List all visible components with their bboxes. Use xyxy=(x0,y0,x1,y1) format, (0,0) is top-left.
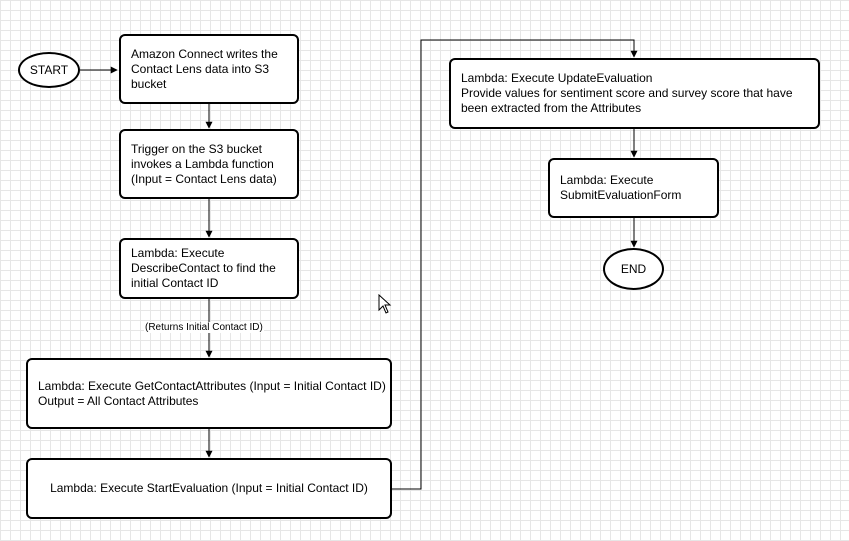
get-attributes-node[interactable]: Lambda: Execute GetContactAttributes (In… xyxy=(26,358,392,429)
node-text-line: (Input = Contact Lens data) xyxy=(131,171,277,186)
node-text-line: SubmitEvaluationForm xyxy=(560,188,682,202)
edge-start-evaluation-to-update-evaluation xyxy=(392,39,638,490)
submit-form-node[interactable]: Lambda: Execute SubmitEvaluationForm xyxy=(548,158,719,218)
update-evaluation-node[interactable]: Lambda: Execute UpdateEvaluation Provide… xyxy=(449,58,820,129)
node-text-line: Lambda: Execute GetContactAttributes (In… xyxy=(38,378,386,393)
node-text-line: Amazon Connect writes the xyxy=(131,46,278,61)
node-text-line: Lambda: Execute StartEvaluation (Input =… xyxy=(50,481,368,495)
describe-contact-node[interactable]: Lambda: Execute DescribeContact to find … xyxy=(119,238,299,299)
node-text-line: Lambda: Execute xyxy=(560,173,654,187)
start-evaluation-node[interactable]: Lambda: Execute StartEvaluation (Input =… xyxy=(26,458,392,519)
s3-trigger-node[interactable]: Trigger on the S3 bucket invokes a Lambd… xyxy=(119,129,299,199)
start-node[interactable]: START xyxy=(18,52,80,88)
start-label: START xyxy=(29,63,69,77)
connect-writes-node[interactable]: Amazon Connect writes the Contact Lens d… xyxy=(119,34,299,104)
node-text-line: invokes a Lambda function xyxy=(131,156,274,171)
returns-contact-id-label: (Returns Initial Contact ID) xyxy=(144,322,264,333)
node-text-line: Lambda: Execute UpdateEvaluation xyxy=(461,71,653,85)
node-text-line: DescribeContact to find the xyxy=(131,261,276,275)
mouse-cursor-icon xyxy=(378,294,392,314)
node-text-line: Lambda: Execute xyxy=(131,246,225,260)
end-node[interactable]: END xyxy=(603,248,664,290)
end-label: END xyxy=(620,262,647,276)
node-text-line: Contact Lens data into S3 xyxy=(131,61,270,76)
node-text-line: been extracted from the Attributes xyxy=(461,101,642,115)
node-text-line: initial Contact ID xyxy=(131,276,219,290)
node-text-line: Output = All Contact Attributes xyxy=(38,393,199,408)
node-text-line: Provide values for sentiment score and s… xyxy=(461,86,793,100)
node-text-line: Trigger on the S3 bucket xyxy=(131,141,262,156)
node-text-line: bucket xyxy=(131,76,167,91)
